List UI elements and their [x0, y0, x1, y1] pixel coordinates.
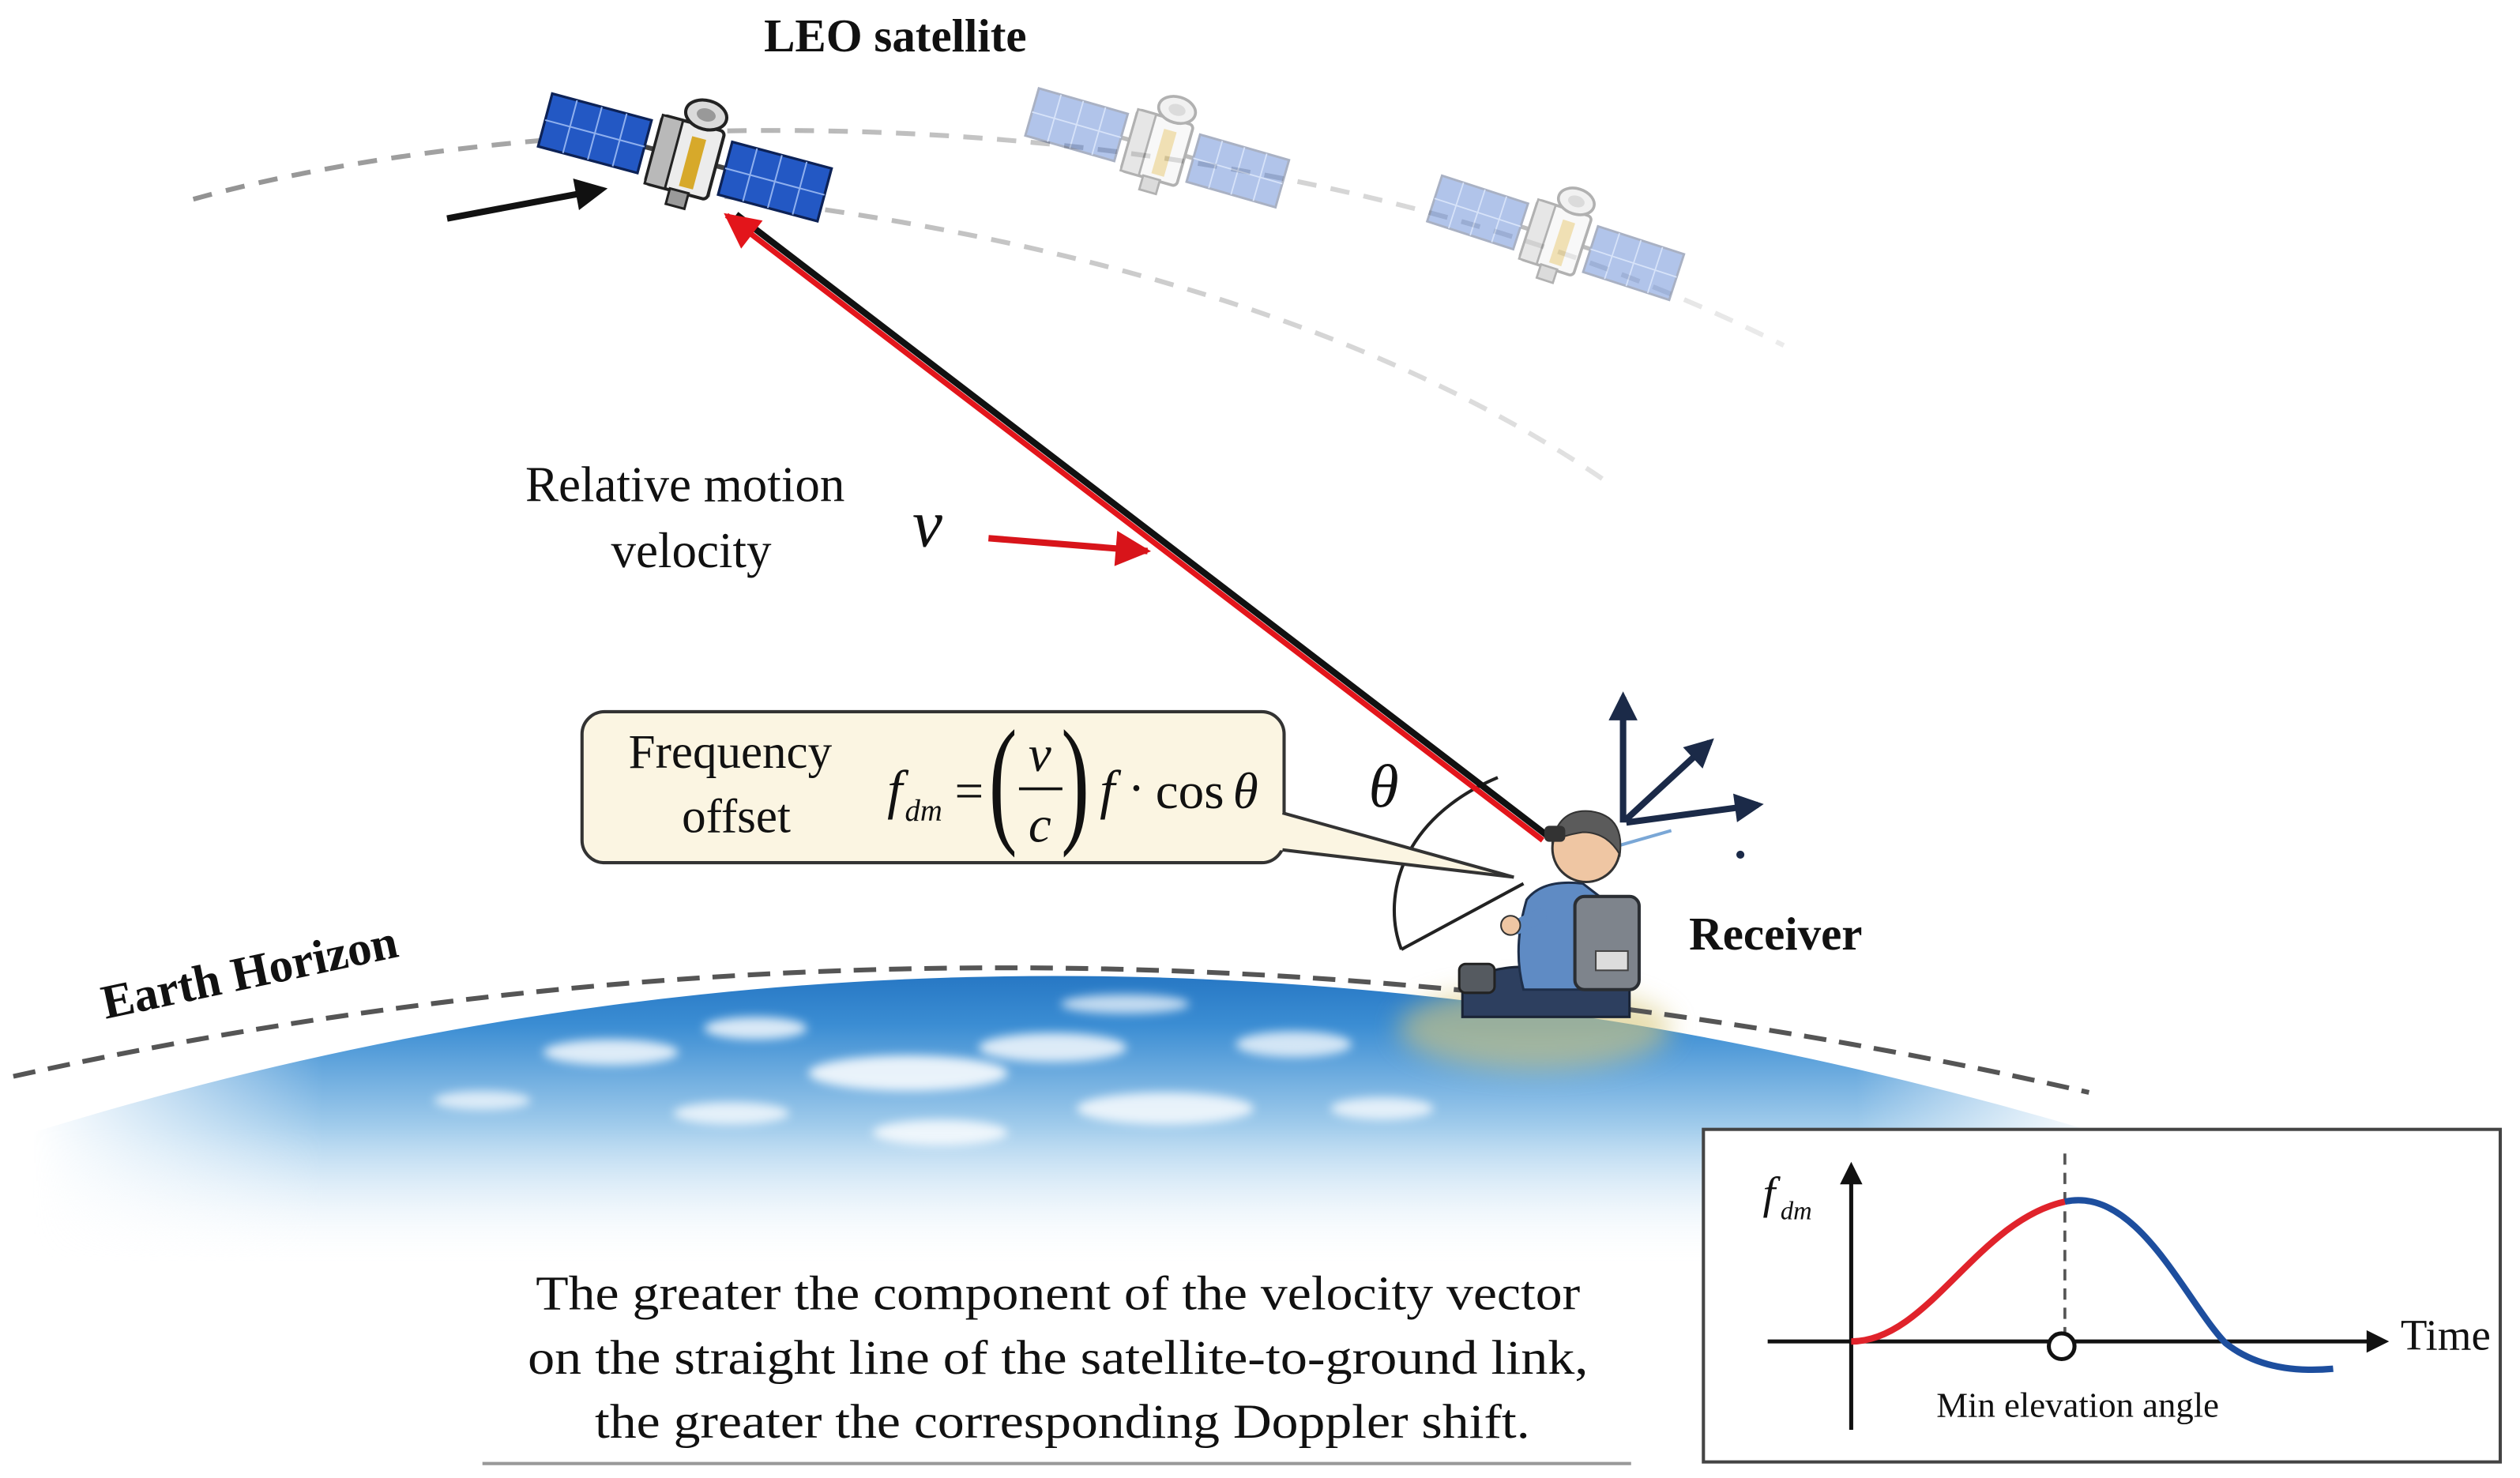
receiver-boot — [1457, 962, 1496, 995]
formula-paren-open: ( — [989, 701, 1017, 858]
formula-denominator: c — [1029, 797, 1051, 854]
receiver-axis-right — [1626, 793, 1764, 826]
earth-clouds — [434, 994, 1434, 1146]
receiver-backpack-panel — [1595, 950, 1629, 972]
frequency-callout: Frequency offset f dm = ( v c ) f · cos … — [580, 701, 1514, 879]
formula-lhs-subscript: dm — [905, 795, 942, 828]
horizon-label: Earth Horizon — [97, 916, 403, 1030]
callout-label-line2: offset — [682, 790, 791, 843]
receiver-hand — [1500, 915, 1521, 936]
satellite-label: LEO satellite — [764, 9, 1026, 62]
receiver-person — [1457, 810, 1641, 1018]
inset-curve-rising — [1851, 1198, 2066, 1345]
formula-equals: = — [955, 763, 984, 820]
caption: The greater the component of the velocit… — [528, 1267, 1600, 1449]
angle-label: θ — [1369, 752, 1399, 820]
inset-y-label-subscript: dm — [1781, 1198, 1812, 1226]
angle-reference-line — [1400, 882, 1525, 951]
velocity-arrow — [987, 531, 1152, 566]
orbit-outer — [192, 128, 1785, 348]
receiver-axes — [1608, 691, 1764, 826]
callout-tail-edge-top — [1281, 811, 1514, 879]
formula-numerator: v — [1029, 726, 1051, 783]
horizon-line — [13, 965, 2090, 1095]
caption-line-1: The greater the component of the velocit… — [536, 1267, 1580, 1320]
callout-tail-edge-bottom — [1282, 848, 1514, 879]
velocity-label-line2: velocity — [611, 523, 773, 578]
orbit-inner — [690, 190, 1609, 484]
inset-min-elevation-marker — [2047, 1331, 2077, 1362]
satellite-ghost-near — [1020, 59, 1298, 227]
callout-box — [580, 709, 1286, 865]
velocity-label-line1: Relative motion — [525, 457, 844, 513]
velocity-symbol: v — [912, 487, 942, 561]
inset-x-label: Time — [2401, 1311, 2491, 1359]
doppler-formula: f dm = ( v c ) f · cos θ — [887, 701, 1258, 858]
formula-cos: cos — [1156, 763, 1224, 820]
formula-dot: · — [1128, 760, 1145, 817]
caption-line-2: on the straight line of the satellite-to… — [528, 1332, 1588, 1385]
receiver-axis-dot — [1736, 850, 1745, 859]
inset-frame — [1702, 1127, 2503, 1464]
angle-reference-extension — [1614, 829, 1672, 848]
velocity-label: Relative motion velocity — [525, 457, 857, 578]
satellite-ghost-far — [1421, 148, 1694, 319]
link-line-red — [724, 212, 1545, 843]
callout-label-line1: Frequency — [629, 726, 833, 779]
receiver-goggles — [1544, 825, 1566, 842]
formula-angle: θ — [1233, 763, 1258, 820]
formula-paren-close: ) — [1061, 701, 1089, 858]
receiver-backpack — [1573, 894, 1641, 991]
link-line-black — [734, 212, 1549, 838]
caption-line-3: the greater the corresponding Doppler sh… — [595, 1396, 1530, 1449]
inset-marker-label: Min elevation angle — [1936, 1386, 2219, 1425]
receiver-axis-diagonal — [1623, 738, 1714, 822]
receiver-label: Receiver — [1689, 908, 1862, 960]
doppler-inset: f dm Time Min elevation angle — [1702, 1127, 2503, 1464]
callout-label: Frequency offset — [629, 726, 844, 843]
satellite-main — [532, 61, 841, 243]
inset-curve-falling — [2064, 1197, 2334, 1374]
satellite-motion-arrow — [446, 178, 608, 222]
receiver-hair — [1551, 810, 1622, 858]
